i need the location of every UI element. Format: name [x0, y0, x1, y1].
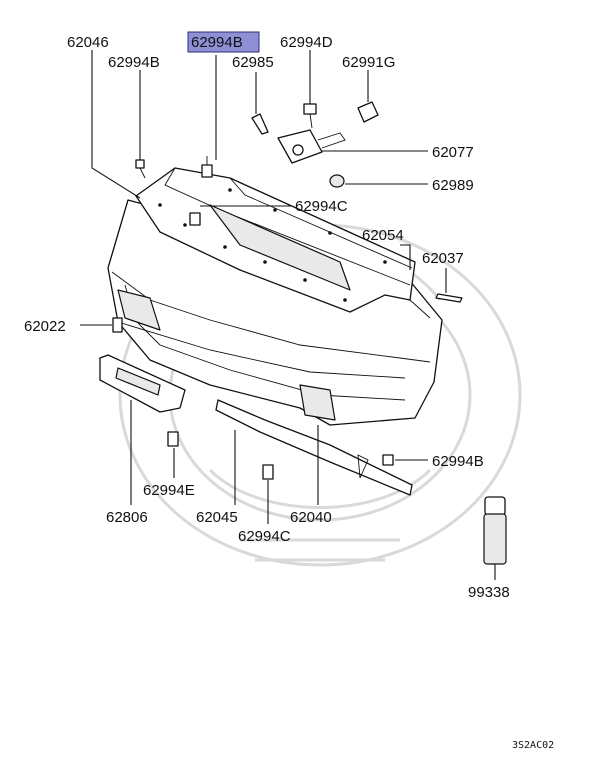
touch-up-paint-99338[interactable] — [483, 496, 507, 565]
label-62046[interactable]: 62046 — [67, 34, 109, 51]
fastener-62022[interactable] — [112, 317, 123, 333]
nut-62991G[interactable] — [357, 101, 379, 123]
label-62040[interactable]: 62040 — [290, 509, 332, 526]
label-62994B-right[interactable]: 62994B — [432, 453, 484, 470]
highlight-callout-62994B[interactable]: 62994B — [187, 31, 260, 53]
bolt-62994B-right[interactable] — [357, 454, 394, 479]
label-62989[interactable]: 62989 — [432, 177, 474, 194]
cap-62989[interactable] — [329, 174, 345, 188]
license-bracket[interactable] — [99, 354, 186, 413]
clip-62985[interactable] — [251, 113, 269, 135]
bolt-62994C-mid[interactable] — [189, 212, 201, 226]
label-62054[interactable]: 62054 — [362, 227, 404, 244]
tape-62037[interactable] — [435, 293, 463, 303]
leader-lines — [80, 50, 496, 580]
screw-62994D[interactable] — [303, 103, 317, 129]
label-62045[interactable]: 62045 — [196, 509, 238, 526]
label-62991G[interactable]: 62991G — [342, 54, 395, 71]
label-62077[interactable]: 62077 — [432, 144, 474, 161]
label-62806[interactable]: 62806 — [106, 509, 148, 526]
label-62994C-mid[interactable]: 62994C — [295, 198, 348, 215]
label-62994B-top-left[interactable]: 62994B — [108, 54, 160, 71]
label-62022[interactable]: 62022 — [24, 318, 66, 335]
bolt-62994C-bottom[interactable] — [262, 464, 274, 480]
label-99338[interactable]: 99338 — [468, 584, 510, 601]
tow-hook-bracket-62077[interactable] — [277, 129, 346, 164]
bolt-62994B-top[interactable] — [201, 156, 213, 178]
label-62985[interactable]: 62985 — [232, 54, 274, 71]
label-62994B-highlight: 62994B — [191, 34, 243, 51]
bolt-62994E[interactable] — [167, 431, 179, 447]
diagram-code: 3S2AC02 — [512, 740, 554, 751]
bolt-62994B-left[interactable] — [135, 159, 146, 179]
label-62994C-bottom[interactable]: 62994C — [238, 528, 291, 545]
label-62994E[interactable]: 62994E — [143, 482, 195, 499]
bumper-cover[interactable] — [107, 199, 443, 426]
label-62994D[interactable]: 62994D — [280, 34, 333, 51]
label-62037[interactable]: 62037 — [422, 250, 464, 267]
